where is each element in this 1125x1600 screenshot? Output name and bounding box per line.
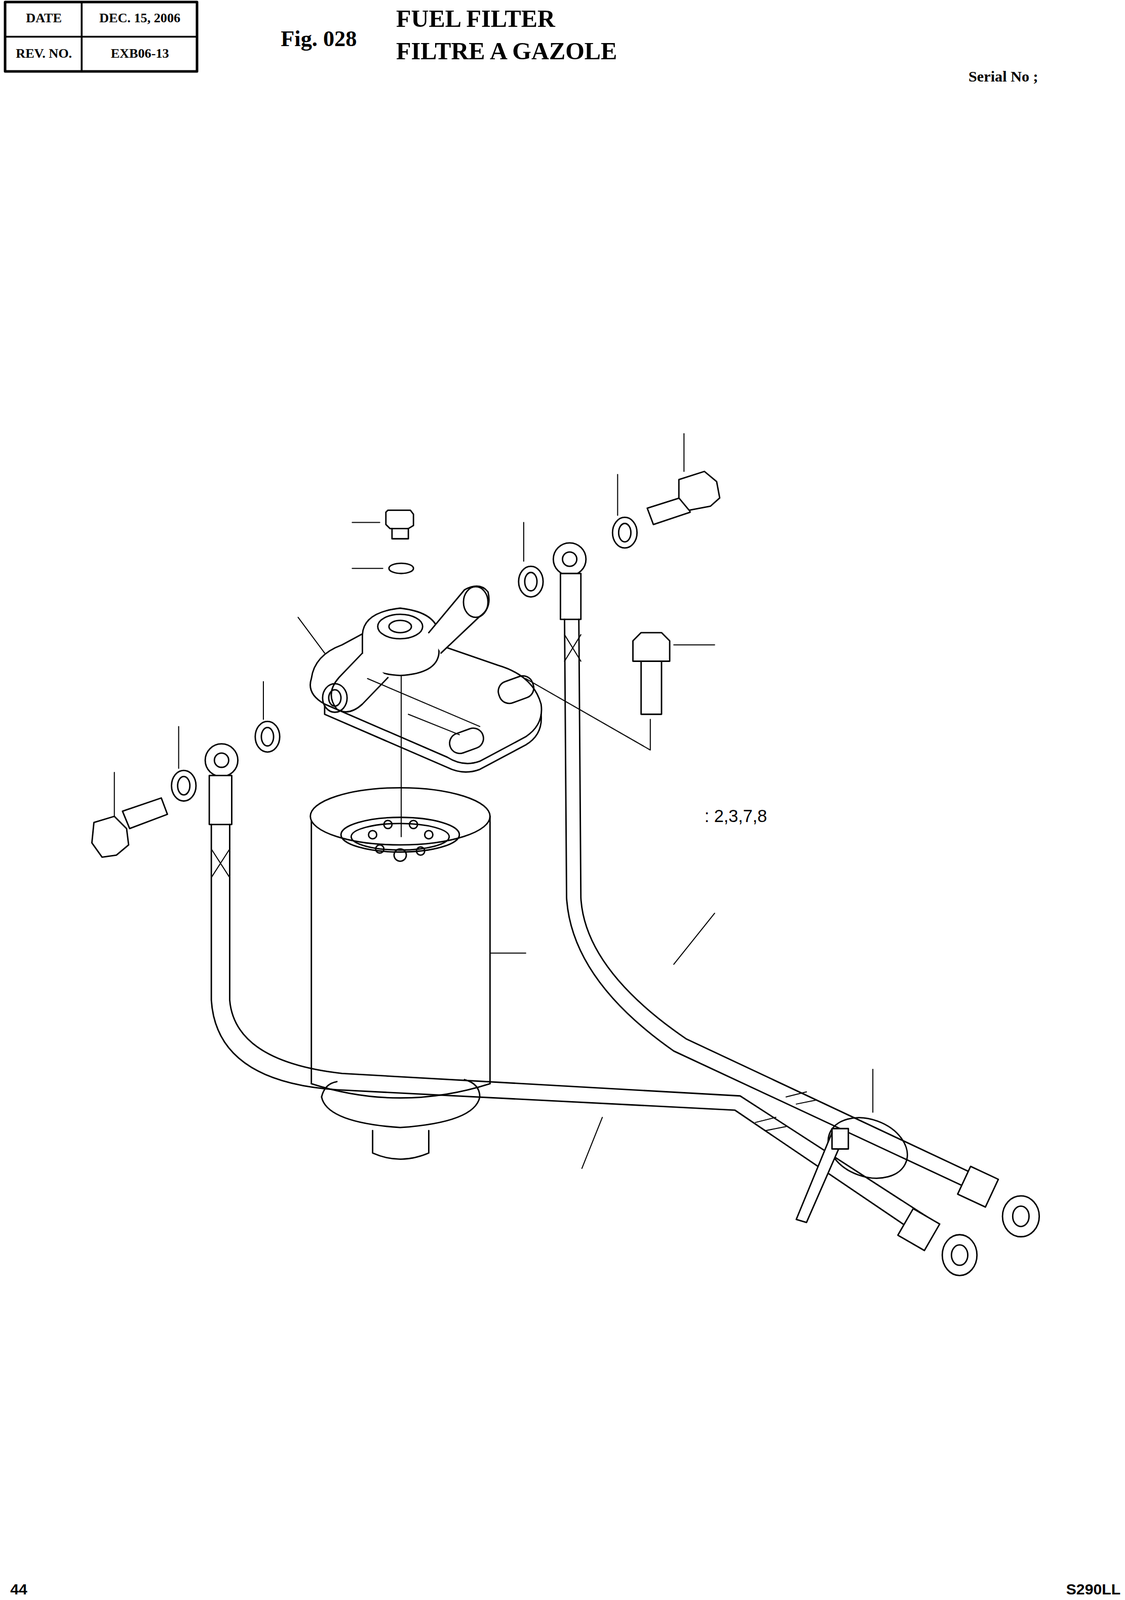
header-cell: DATE <box>25 11 62 26</box>
figure-title: FUEL FILTER <box>396 5 556 32</box>
applicability-note: : 2,3,7,8 <box>704 806 768 827</box>
figure-title: FILTRE A GAZOLE <box>396 37 617 65</box>
header-cell: REV. NO. <box>15 46 72 62</box>
serial-note: Serial No ; <box>968 68 1039 86</box>
page-number: 44 <box>10 1580 28 1598</box>
header-cell: DEC. 15, 2006 <box>99 11 181 26</box>
figure-number: Fig. 028 <box>280 26 357 52</box>
header-cell: EXB06-13 <box>110 46 170 62</box>
model-code: S290LL <box>1066 1580 1121 1598</box>
